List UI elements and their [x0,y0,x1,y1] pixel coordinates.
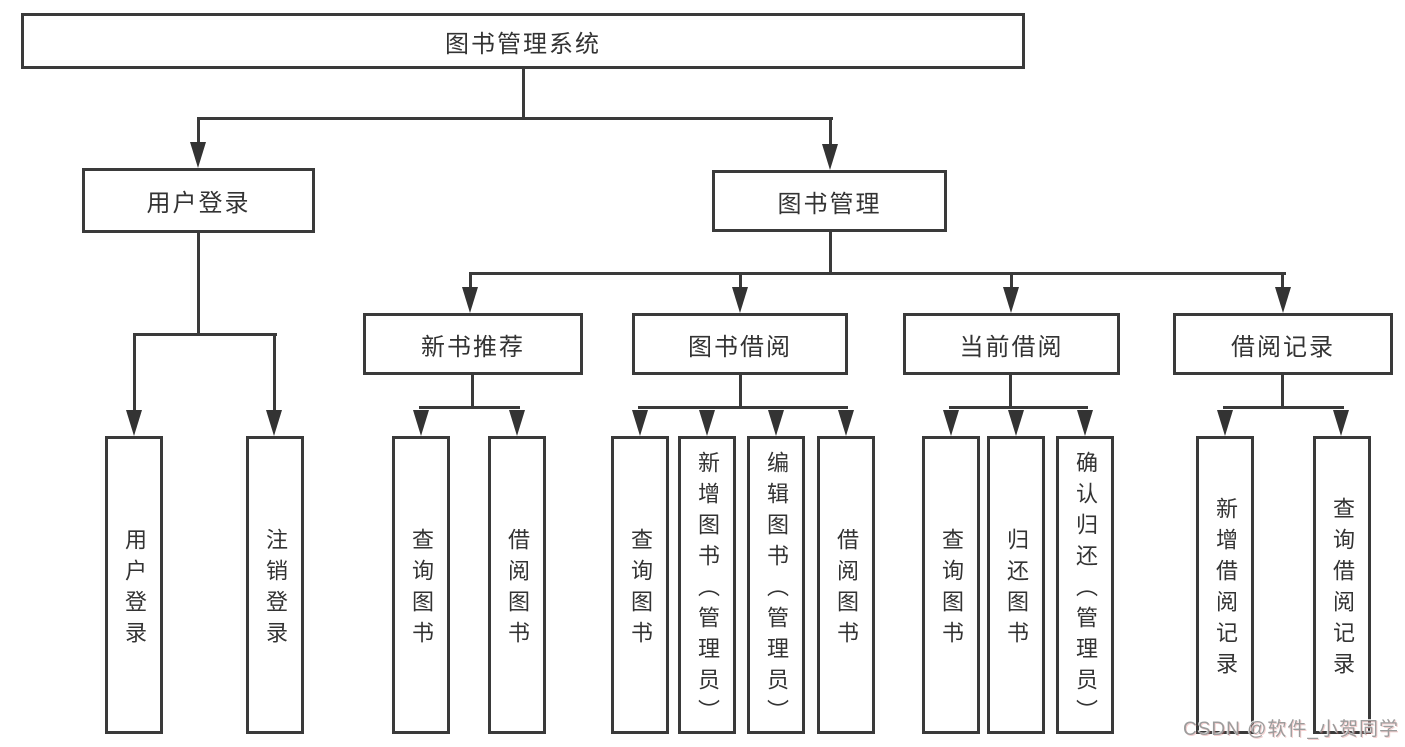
node-user-login: 用户登录 [82,168,315,233]
csdn-watermark: CSDN @软件_小贺同学 [1183,719,1399,740]
edge-login-drop [197,117,200,146]
arrowhead-current-1 [943,410,959,436]
leaf-add-books-admin: 新增图书（管理员） [678,436,736,734]
arrowhead-current-3 [1077,410,1093,436]
leaf-borrow-books-1: 借阅图书 [488,436,546,734]
arrowhead-to-book-borrow [732,287,748,313]
leaf-query-books-1: 查询图书 [392,436,450,734]
arrowhead-borrow-1 [632,410,648,436]
arrowhead-to-current-borrow [1003,287,1019,313]
arrowhead-borrow-3 [768,410,784,436]
arrowhead-to-book-management [822,144,838,170]
leaf-add-borrow-record: 新增借阅记录 [1196,436,1254,734]
edge-mgmt-drop-3 [1010,272,1013,290]
edge-mgmt-bus [469,272,1286,275]
edge-mgmt-stem [829,232,832,275]
edge-root-bus [197,117,833,120]
arrowhead-records-2 [1333,410,1349,436]
edge-login-stem [197,233,200,336]
leaf-edit-books-admin: 编辑图书（管理员） [747,436,805,734]
edge-mgmt-drop-4 [1281,272,1284,290]
leaf-user-login: 用户登录 [105,436,163,734]
node-book-management: 图书管理 [712,170,947,232]
arrowhead-borrow-2 [699,410,715,436]
edge-mgmt-drop-2 [739,272,742,290]
edge-borrow-bus [638,406,848,409]
edge-newbook-stem [471,375,474,409]
edge-records-bus [1223,406,1344,409]
edge-current-bus [949,406,1088,409]
edge-root-stem [522,69,525,119]
arrowhead-to-leaf-logout [266,410,282,436]
node-new-book-recommend: 新书推荐 [363,313,583,375]
arrowhead-to-leaf-login [126,410,142,436]
arrowhead-to-borrow-records [1275,287,1291,313]
arrowhead-borrow-4 [838,410,854,436]
arrowhead-newbook-1 [413,410,429,436]
edge-records-stem [1281,375,1284,409]
arrowhead-records-1 [1217,410,1233,436]
edge-newbook-bus [419,406,520,409]
leaf-borrow-books-2: 借阅图书 [817,436,875,734]
node-borrow-records: 借阅记录 [1173,313,1393,375]
leaf-logout: 注销登录 [246,436,304,734]
leaf-query-books-3: 查询图书 [922,436,980,734]
edge-mgmt-drop [829,117,832,146]
edge-borrow-stem [739,375,742,409]
arrowhead-to-new-book [462,287,478,313]
leaf-query-borrow-record: 查询借阅记录 [1313,436,1371,734]
arrowhead-current-2 [1008,410,1024,436]
edge-mgmt-drop-1 [469,272,472,290]
edge-current-stem [1009,375,1012,409]
edge-login-bus [133,333,277,336]
node-current-borrow: 当前借阅 [903,313,1120,375]
arrowhead-to-user-login [190,142,206,168]
edge-login-drop-1 [133,333,136,412]
node-book-borrow: 图书借阅 [632,313,848,375]
arrowhead-newbook-2 [509,410,525,436]
leaf-confirm-return: 确认归还（管理员） [1056,436,1114,734]
edge-login-drop-2 [273,333,276,412]
node-root-system: 图书管理系统 [21,13,1025,69]
leaf-query-books-2: 查询图书 [611,436,669,734]
leaf-return-books: 归还图书 [987,436,1045,734]
